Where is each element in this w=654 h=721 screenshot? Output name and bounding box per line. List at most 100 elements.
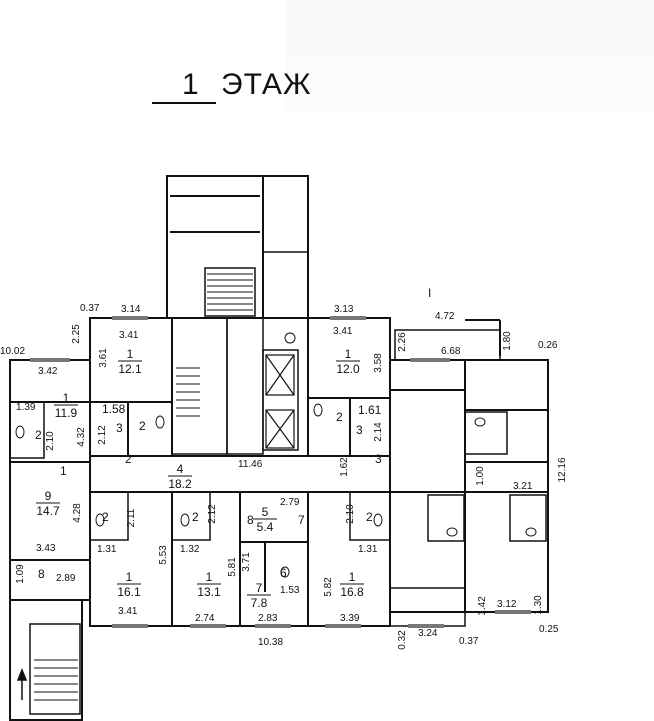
dimension-label: 1.31 [97,544,117,555]
dimension-label: 10.38 [258,637,283,648]
vertical-dimension-label: 2.25 [71,324,82,344]
vertical-dimension-label: 4.28 [72,503,83,523]
vertical-dimension-label: 3.58 [373,353,384,373]
vertical-dimension-label: 1.62 [339,457,350,477]
room-number: 1 [206,570,213,584]
room-label: 112.0 [336,347,360,376]
room-area: 18.2 [168,477,192,491]
left-wing [9,359,91,601]
room-number: 1 [345,347,352,361]
entrance-arrow-icon [16,667,28,700]
dimension-label: 3.14 [121,304,141,315]
room-label: 116.1 [117,570,141,599]
fixture-label: 1.61 [358,403,382,417]
scan-edge [286,0,654,112]
vertical-dimension-label: 1.42 [477,596,488,616]
room-number: 4 [177,462,184,476]
room-number: 1 [349,570,356,584]
room-number: 9 [45,489,52,503]
vertical-dimension-label: 2.12 [97,425,108,445]
room-label: 77.8 [247,581,271,610]
fixture-label: 1.58 [102,402,126,416]
floor-label: ЭТАЖ [221,68,312,101]
dimension-label: 4.72 [435,311,455,322]
fixture-label: 2 [35,428,42,442]
room-label: 111.9 [54,391,78,420]
elevator-shaft [262,175,309,319]
dimension-label: 2.89 [56,573,76,584]
room-number: 1 [63,391,70,405]
dimension-label: 10.02 [0,346,25,357]
windows [30,316,531,628]
vertical-dimension-label: 5.81 [227,557,238,577]
fixture-label: 2 [192,510,199,524]
fixture-label: 2 [125,452,132,466]
room-number: 1 [126,570,133,584]
title-underline [152,102,216,104]
entrance-stair [9,599,83,721]
vertical-dimension-label: 12.16 [557,457,568,482]
dimension-label: 3.41 [118,606,138,617]
room-area: 7.8 [251,596,268,610]
vertical-dimension-label: 5.53 [158,545,169,565]
vertical-dimension-label: 2.10 [45,431,56,451]
room-area: 11.9 [55,406,78,420]
dimension-label: 3.24 [418,628,438,639]
room-number: 7 [256,581,263,595]
room-label: 914.7 [36,489,60,518]
fixture-label: 2 [336,410,343,424]
dimension-label: 11.46 [238,459,263,470]
vertical-dimension-label: 1.80 [502,331,513,351]
stair-tower [166,175,264,319]
dimension-label: 6.68 [441,346,461,357]
vertical-dimension-label: 2.11 [126,508,137,527]
dimension-label: 0.25 [539,624,559,635]
walls [9,175,549,721]
room-area: 16.8 [340,585,364,599]
room-label: 113.1 [197,570,221,599]
fixture-label: 8 [247,513,254,527]
fixture-label: 3 [375,452,382,466]
vertical-dimension-label: 2.10 [345,504,356,524]
room-label: 116.8 [340,570,364,599]
dimension-label: 1.32 [180,544,200,555]
room-number: 1 [127,347,134,361]
fixture-label: 2 [139,419,146,433]
room-area: 13.1 [197,585,221,599]
dimension-label: 3.41 [333,326,353,337]
section-marker: I [428,286,431,300]
dimension-label: 3.41 [119,330,139,341]
fixture-label: 1 [60,464,67,478]
vertical-dimension-label: 5.82 [323,577,334,597]
vertical-dimension-label: 3.61 [98,348,109,368]
fixture-label: 6 [280,566,287,580]
vertical-dimension-label: 2.26 [397,332,408,352]
vertical-dimension-label: 4.32 [76,427,87,447]
dimension-label: 1.31 [358,544,378,555]
dimension-label: 3.39 [340,613,360,624]
room-area: 5.4 [257,520,274,534]
dimension-label: 2.79 [280,497,300,508]
dimension-label: 0.37 [80,303,100,314]
fixture-label: 8 [38,567,45,581]
fixture-label: 3 [356,423,363,437]
dimension-label: 3.21 [513,481,533,492]
dimension-label: 2.83 [258,613,278,624]
dimension-label: 0.26 [538,340,558,351]
room-label: 418.2 [168,462,192,491]
vertical-dimension-label: 0.32 [397,630,408,650]
fixture-label: 3 [116,421,123,435]
vertical-dimension-label: 1.00 [475,466,486,486]
toilet-icon [15,332,537,578]
fixture-label: 2 [102,510,109,524]
vertical-dimension-label: 1.09 [15,564,26,584]
fixture-label: 2 [366,510,373,524]
vertical-dimension-label: 1.30 [533,595,544,615]
dimension-label: 3.42 [38,366,58,377]
dimension-label: 3.43 [36,543,56,554]
room-number: 5 [262,505,269,519]
dimension-label: 1.53 [280,585,300,596]
